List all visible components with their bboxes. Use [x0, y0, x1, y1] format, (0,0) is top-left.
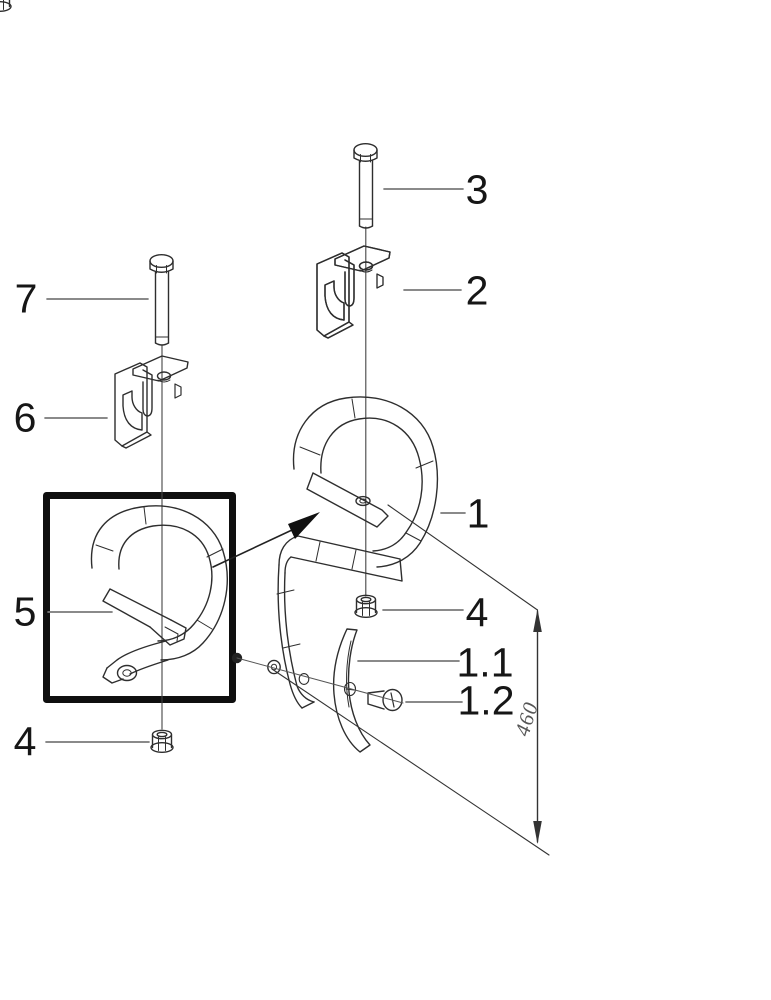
- callout-2: 2: [465, 267, 489, 314]
- part-1-spring-tine-drawing: [292, 396, 439, 568]
- part-3-bolt-drawing: [353, 142, 378, 229]
- callout-1-2: 1.2: [457, 677, 515, 724]
- part-1-2-bolt-drawing: [367, 688, 403, 712]
- callout-1-1: 1.1: [456, 639, 514, 686]
- part-2-clamp-drawing: [316, 245, 391, 339]
- direction-arrow: [212, 512, 320, 568]
- callout-1: 1: [466, 490, 490, 537]
- part-1-1-blade-drawing: [332, 628, 371, 753]
- callout-4-right: 4: [465, 589, 489, 636]
- part-6-clamp-drawing: [114, 355, 189, 449]
- callout-6: 6: [13, 394, 37, 441]
- fastener-axis-line: [236, 657, 404, 704]
- part-4-nut-right-drawing: [354, 594, 378, 618]
- dimension-460: [271, 504, 550, 856]
- leader-lines: [44, 188, 466, 743]
- callout-4-left: 4: [13, 718, 37, 765]
- callout-7: 7: [14, 275, 38, 322]
- part-4-nut-left-drawing: [150, 729, 174, 753]
- part-5-spring-tine-drawing: [90, 505, 228, 684]
- tine-shank-drawing: [276, 535, 403, 709]
- part-7-bolt-drawing: [149, 253, 174, 346]
- callout-3: 3: [465, 166, 489, 213]
- highlight-box: [43, 492, 236, 703]
- callout-5: 5: [13, 588, 37, 635]
